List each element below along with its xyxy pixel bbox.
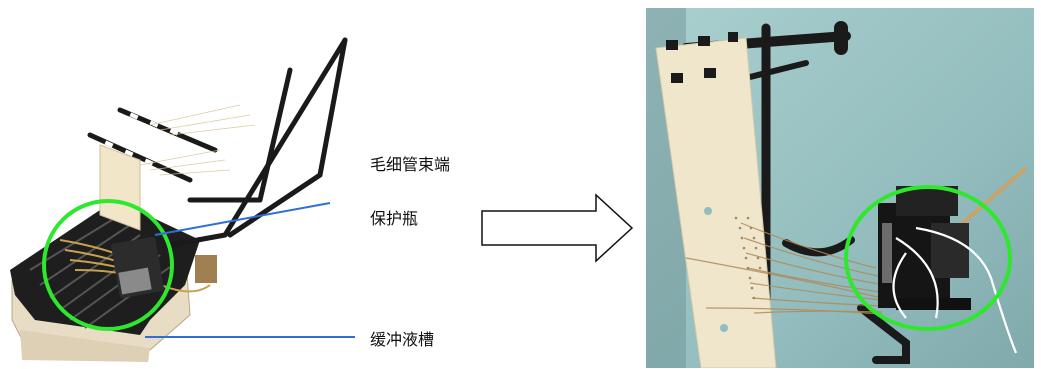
highlight-circle <box>844 185 1012 331</box>
paper-label <box>99 144 141 231</box>
right-arrow-outline-icon <box>481 193 634 263</box>
leader-lines <box>145 202 355 338</box>
right-closeup-photo <box>646 8 1034 368</box>
paper-strip <box>655 37 777 368</box>
label-protection-bottle: 保护瓶 <box>370 209 419 228</box>
label-buffer-tank: 缓冲液槽 <box>370 330 435 349</box>
highlight-circle <box>42 199 174 331</box>
protection-bottle <box>878 186 971 310</box>
label-capillary-bundle-end: 毛细管束端 <box>370 155 451 174</box>
capillaries <box>685 222 883 315</box>
left-product-illustration <box>10 37 355 362</box>
white-thread <box>892 226 1018 354</box>
